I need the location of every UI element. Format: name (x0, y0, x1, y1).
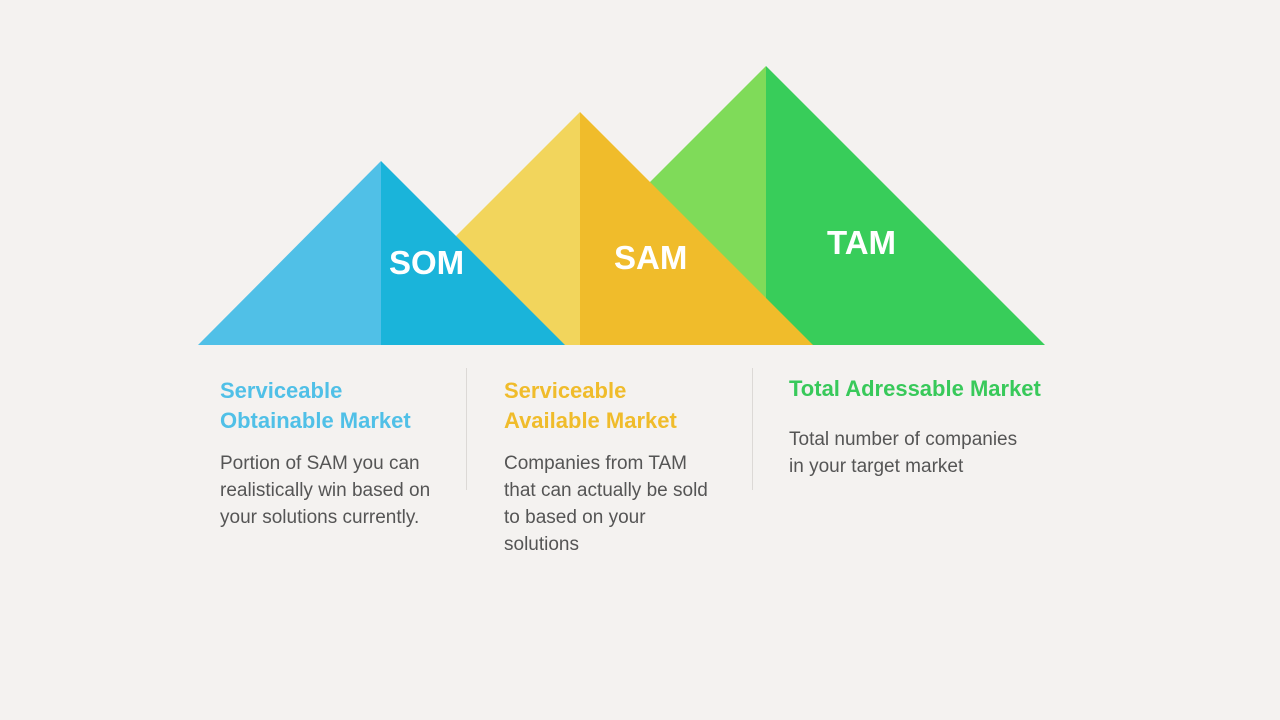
som-label: SOM (389, 244, 465, 281)
som-title: Serviceable Obtainable Market (220, 378, 411, 433)
sam-triangle-right (580, 112, 813, 345)
sam-label: SAM (614, 239, 688, 276)
tam-label: TAM (827, 224, 897, 261)
tam-title: Total Adressable Market (789, 376, 1041, 401)
divider (466, 368, 467, 490)
divider (752, 368, 753, 490)
sam-description: Serviceable Available Market Companies f… (504, 376, 719, 558)
som-triangle-right (381, 161, 565, 345)
sam-body: Companies from TAM that can actually be … (504, 453, 708, 555)
tam-body: Total number of companies in your target… (789, 429, 1018, 477)
som-description: Serviceable Obtainable Market Portion of… (220, 376, 460, 531)
tam-triangle-right (766, 66, 1045, 345)
som-triangle-left (198, 161, 381, 345)
tam-description: Total Adressable Market Total number of … (789, 374, 1079, 480)
som-body: Portion of SAM you can realistically win… (220, 453, 431, 528)
sam-title: Serviceable Available Market (504, 378, 677, 433)
